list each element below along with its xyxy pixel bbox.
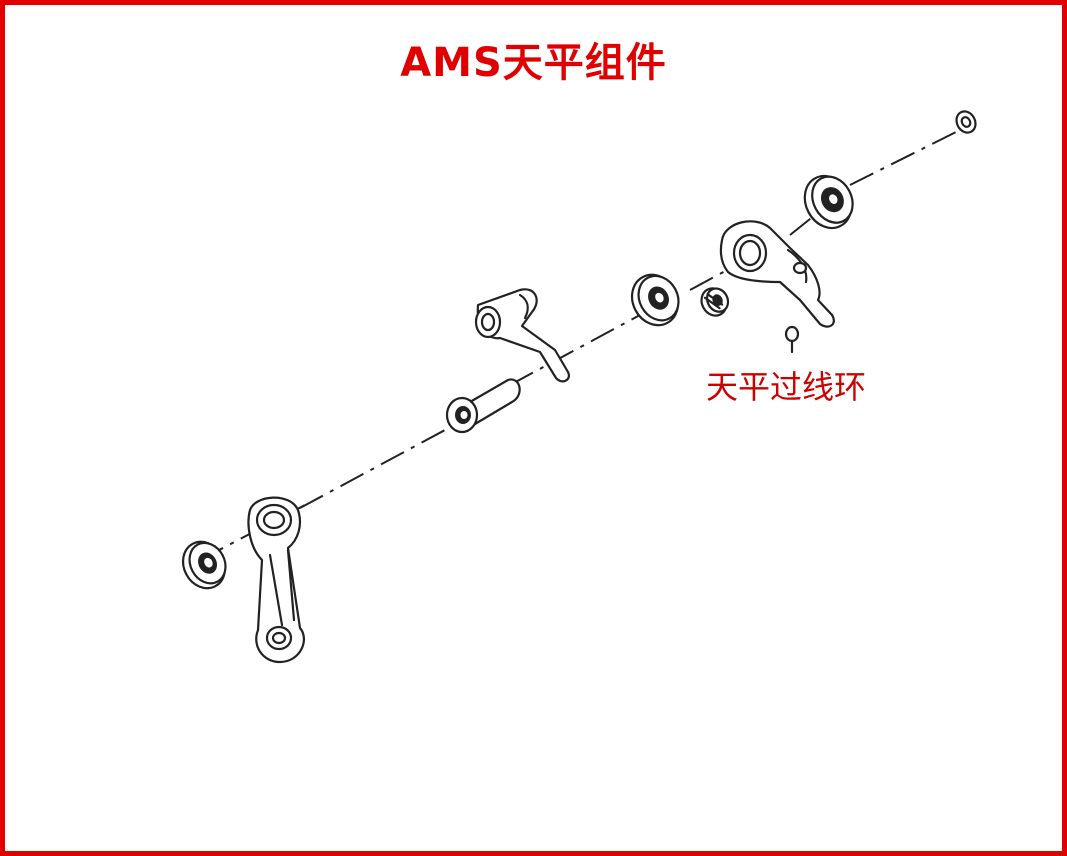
- needle-bearing: [700, 287, 730, 317]
- take-up-ring-callout: 天平过线环: [706, 368, 867, 406]
- take-up-lever: [719, 220, 835, 328]
- crank-pin: [445, 378, 521, 434]
- connecting-rod: [247, 496, 306, 664]
- right-bearing: [803, 174, 854, 230]
- middle-bearing: [630, 273, 680, 327]
- take-up-ring: [784, 325, 800, 354]
- left-bearing: [181, 540, 227, 590]
- crank-arm: [474, 288, 570, 383]
- end-nut: [955, 110, 977, 134]
- diagram-title: AMS天平组件: [400, 40, 667, 86]
